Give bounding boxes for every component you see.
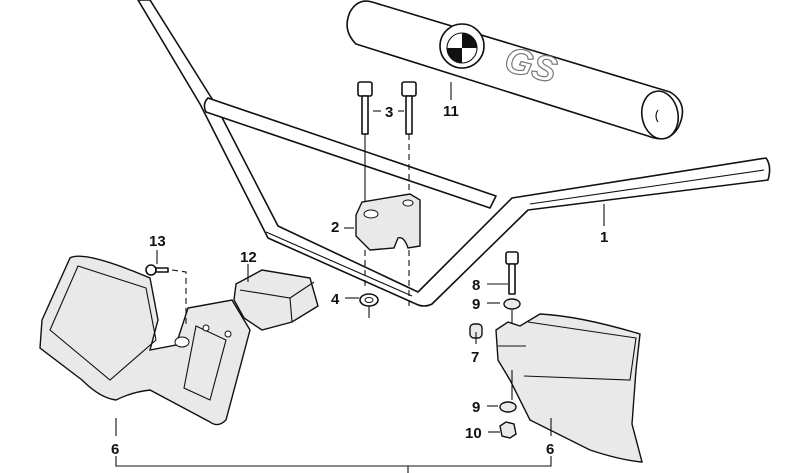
handlebar-pad[interactable]: GS bbox=[346, 0, 684, 142]
callout-11: 11 bbox=[443, 103, 459, 120]
callout-9-bottom: 9 bbox=[472, 399, 480, 416]
callout-1: 1 bbox=[600, 229, 608, 246]
washer-9-top[interactable] bbox=[503, 298, 521, 310]
end-cap-clip[interactable] bbox=[233, 269, 319, 331]
handlebar-clamp[interactable] bbox=[355, 193, 421, 251]
callout-7: 7 bbox=[471, 349, 479, 366]
screw-8[interactable] bbox=[505, 251, 519, 295]
callout-9-top: 9 bbox=[472, 296, 480, 313]
callout-13: 13 bbox=[149, 233, 166, 250]
callout-3: 3 bbox=[385, 104, 393, 121]
bmw-logo bbox=[439, 23, 485, 69]
hand-guard-left[interactable] bbox=[39, 255, 251, 426]
washer-9-bottom[interactable] bbox=[499, 401, 517, 413]
callout-2: 2 bbox=[331, 219, 339, 236]
screw-13[interactable] bbox=[145, 264, 169, 276]
callout-6-right: 6 bbox=[546, 441, 554, 458]
callout-4: 4 bbox=[331, 291, 340, 308]
callout-12: 12 bbox=[240, 249, 257, 266]
handlebar[interactable] bbox=[137, 0, 771, 307]
nut-10[interactable] bbox=[499, 421, 517, 439]
hand-guard-right[interactable] bbox=[495, 313, 643, 463]
callout-6-left: 6 bbox=[111, 441, 119, 458]
callout-8: 8 bbox=[472, 277, 480, 294]
callout-10: 10 bbox=[465, 425, 482, 442]
